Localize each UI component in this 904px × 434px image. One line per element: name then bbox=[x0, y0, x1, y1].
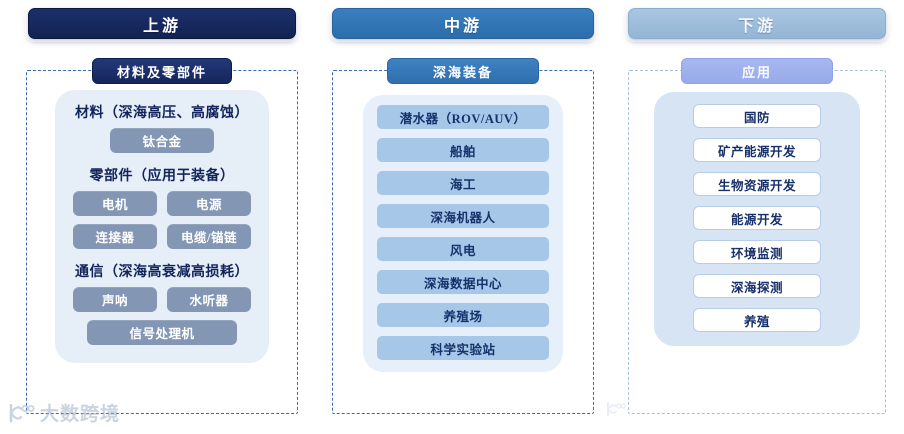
chip-item[interactable]: 水听器 bbox=[167, 287, 251, 312]
chip-item[interactable]: 信号处理机 bbox=[87, 320, 237, 345]
list-item[interactable]: 潜水器（ROV/AUV） bbox=[377, 105, 549, 129]
chip-row: 信号处理机 bbox=[87, 320, 237, 345]
list-item[interactable]: 深海探测 bbox=[693, 274, 821, 298]
chip-item[interactable]: 声呐 bbox=[73, 287, 157, 312]
sub-header-downstream[interactable]: 应用 bbox=[681, 58, 833, 84]
chip-item[interactable]: 电源 bbox=[167, 191, 251, 216]
inner-panel-midstream: 潜水器（ROV/AUV） 船舶 海工 深海机器人 风电 深海数据中心 养殖场 科… bbox=[363, 95, 563, 372]
chip-item[interactable]: 电机 bbox=[73, 191, 157, 216]
list-item[interactable]: 国防 bbox=[693, 104, 821, 128]
tier-header-downstream[interactable]: 下游 bbox=[628, 8, 886, 39]
list-item[interactable]: 生物资源开发 bbox=[693, 172, 821, 196]
list-item[interactable]: 海工 bbox=[377, 171, 549, 195]
list-item[interactable]: 能源开发 bbox=[693, 206, 821, 230]
inner-panel-upstream: 材料（深海高压、高腐蚀） 钛合金 零部件（应用于装备） 电机 电源 连接器 电缆… bbox=[55, 90, 269, 363]
list-item[interactable]: 船舶 bbox=[377, 138, 549, 162]
column-upstream: 上游 材料及零部件 材料（深海高压、高腐蚀） 钛合金 零部件（应用于装备） 电机… bbox=[12, 0, 312, 434]
chip-item[interactable]: 钛合金 bbox=[110, 128, 214, 153]
list-item[interactable]: 环境监测 bbox=[693, 240, 821, 264]
list-item[interactable]: 深海数据中心 bbox=[377, 270, 549, 294]
list-item[interactable]: 风电 bbox=[377, 237, 549, 261]
sub-header-upstream[interactable]: 材料及零部件 bbox=[92, 58, 232, 84]
group-label-materials: 材料（深海高压、高腐蚀） bbox=[75, 106, 249, 121]
chip-item[interactable]: 电缆/锚链 bbox=[167, 224, 251, 249]
list-item[interactable]: 深海机器人 bbox=[377, 204, 549, 228]
group-label-components: 零部件（应用于装备） bbox=[89, 169, 235, 184]
chip-row: 连接器 电缆/锚链 bbox=[73, 224, 251, 249]
tier-header-midstream[interactable]: 中游 bbox=[332, 8, 594, 39]
inner-panel-downstream: 国防 矿产能源开发 生物资源开发 能源开发 环境监测 深海探测 养殖 bbox=[654, 92, 860, 346]
column-midstream: 中游 深海装备 潜水器（ROV/AUV） 船舶 海工 深海机器人 风电 深海数据… bbox=[318, 0, 608, 434]
chip-row: 声呐 水听器 bbox=[73, 287, 251, 312]
column-downstream: 下游 应用 国防 矿产能源开发 生物资源开发 能源开发 环境监测 深海探测 养殖 bbox=[614, 0, 900, 434]
group-label-communications: 通信（深海高衰减高损耗） bbox=[75, 265, 249, 280]
chip-row: 钛合金 bbox=[110, 128, 214, 153]
list-item[interactable]: 矿产能源开发 bbox=[693, 138, 821, 162]
list-item[interactable]: 养殖场 bbox=[377, 303, 549, 327]
sub-header-midstream[interactable]: 深海装备 bbox=[387, 58, 539, 84]
chip-row: 电机 电源 bbox=[73, 191, 251, 216]
list-item[interactable]: 科学实验站 bbox=[377, 336, 549, 360]
tier-header-upstream[interactable]: 上游 bbox=[28, 8, 296, 39]
list-item[interactable]: 养殖 bbox=[693, 308, 821, 332]
chip-item[interactable]: 连接器 bbox=[73, 224, 157, 249]
